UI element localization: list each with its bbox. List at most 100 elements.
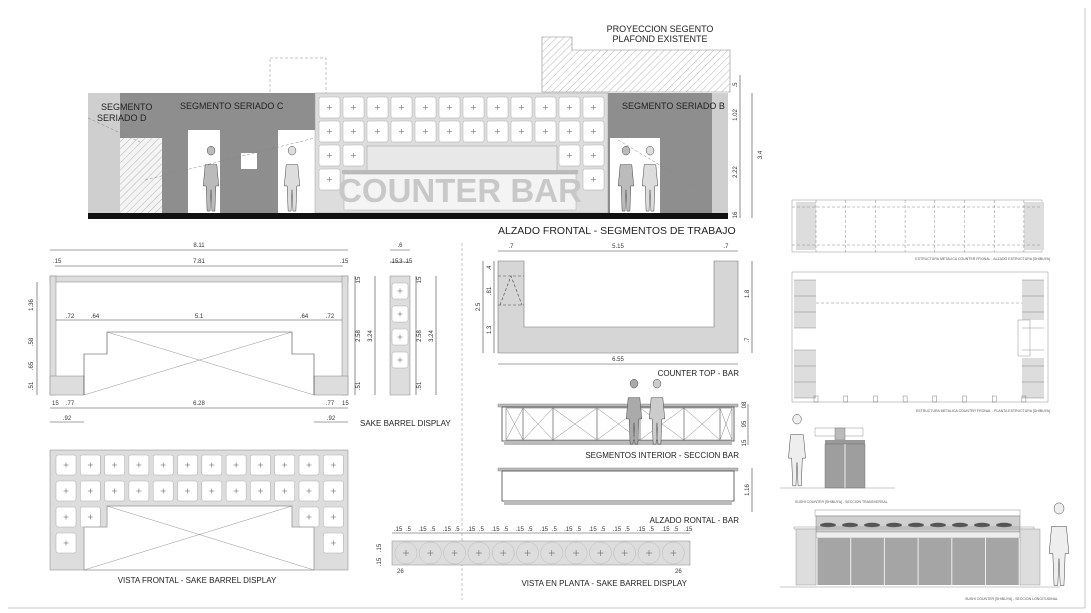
- floor-line: [88, 213, 728, 219]
- dim: .5: [576, 527, 582, 533]
- section-cut-line: [144, 137, 316, 181]
- barrel-circle: [637, 541, 661, 565]
- barrel-circle: [516, 541, 539, 565]
- plus-icon: [87, 488, 93, 494]
- counter-top: [342, 170, 578, 174]
- human-figure: [641, 146, 659, 212]
- dim: .5: [733, 82, 739, 88]
- sushi-transversal: SUSHI COUNTER [SHIBUYA] - SECCION TRANSV…: [780, 427, 895, 504]
- dim: .51: [417, 381, 423, 390]
- structure-post: [873, 395, 878, 403]
- fish-icon: [952, 522, 968, 528]
- structure-post: [1021, 395, 1027, 403]
- dim: .92: [63, 416, 72, 422]
- plus-icon: [160, 462, 166, 468]
- dim: .51: [356, 381, 362, 390]
- plus-icon: [451, 550, 458, 556]
- dim: .15: [588, 527, 597, 533]
- dim: .72: [326, 314, 335, 320]
- segment-edge: [712, 93, 728, 213]
- sake-side-view: .6 .15 .3 .15 15 2.58 3.24 .51: [389, 243, 437, 396]
- dim: .6: [397, 243, 403, 249]
- plus-icon: [327, 105, 332, 110]
- dim: .15: [540, 527, 549, 533]
- dim: .5: [455, 527, 461, 533]
- section-cut-line: [87, 117, 141, 143]
- barrel-circle: [467, 541, 491, 565]
- dim: .15: [377, 543, 383, 552]
- dim: .77: [326, 401, 335, 407]
- dim: 7.81: [193, 259, 205, 265]
- dim: .5: [430, 527, 436, 533]
- fish-icon: [996, 522, 1012, 528]
- plus-icon: [185, 462, 190, 468]
- plus-icon: [567, 153, 572, 158]
- plus-icon: [397, 288, 403, 294]
- human-figure: [625, 379, 643, 445]
- sushi-longitudinal: SUSHI COUNTER [SHIBUYA] - SECCION LONGIT…: [780, 509, 1060, 601]
- plus-icon: [63, 540, 69, 546]
- dim: 2.5: [476, 302, 482, 311]
- plus-icon: [567, 105, 572, 110]
- plus-icon: [591, 105, 596, 110]
- plus-icon: [209, 462, 215, 468]
- dim: 5.15: [612, 244, 624, 250]
- dim: .15: [684, 527, 693, 533]
- structure-post: [962, 395, 967, 403]
- plus-icon: [591, 177, 596, 182]
- dim: .15: [377, 557, 383, 566]
- vista-frontal-title: VISTA FRONTAL - SAKE BARREL DISPLAY: [118, 576, 277, 585]
- plus-icon: [543, 105, 548, 110]
- dim: 15: [417, 276, 423, 283]
- dim: 2.58: [417, 330, 423, 342]
- plus-icon: [327, 177, 332, 182]
- structure-plan-title: ESTRUCTURA METALICA COUNTER FRONAL - PLA…: [916, 409, 1050, 413]
- plus-icon: [471, 105, 476, 110]
- plus-icon: [670, 550, 677, 556]
- segment-d-label-2: SERIADO D: [97, 113, 147, 123]
- dim: .7: [745, 337, 751, 343]
- plus-icon: [471, 129, 476, 134]
- dim: 95: [742, 420, 748, 427]
- vista-planta-title: VISTA EN PLANTA - SAKE BARREL DISPLAY: [521, 579, 687, 588]
- human-figure: [1048, 502, 1070, 586]
- front-bar-title: ALZADO RONTAL - BAR: [650, 516, 740, 525]
- plus-icon: [423, 105, 428, 110]
- plus-icon: [63, 488, 69, 494]
- human-figure: [617, 146, 635, 212]
- dim: .3: [397, 259, 403, 265]
- dim: .5: [528, 527, 534, 533]
- plus-icon: [519, 105, 524, 110]
- dim: .7: [723, 244, 729, 250]
- dim: .5: [479, 527, 485, 533]
- dim: .64: [300, 314, 309, 320]
- barrel-circle: [394, 541, 418, 565]
- projection-label-2: PLAFOND EXISTENTE: [612, 34, 707, 44]
- dim: .15: [467, 527, 476, 533]
- plus-icon: [351, 105, 356, 110]
- plus-icon: [399, 105, 404, 110]
- dim: 15: [356, 276, 362, 283]
- structure-post: [813, 395, 819, 403]
- plus-icon: [543, 129, 548, 134]
- human-figure: [788, 414, 806, 487]
- plus-icon: [330, 462, 336, 468]
- window-opening: [241, 153, 257, 169]
- plus-icon: [282, 462, 288, 468]
- plus-icon: [500, 550, 507, 556]
- dim: 6.55: [612, 357, 624, 363]
- dim: .65: [29, 361, 35, 370]
- dim: .15: [404, 259, 413, 265]
- plus-icon: [63, 514, 69, 520]
- dim: 1.16: [745, 484, 751, 496]
- truss-brace: [719, 407, 733, 441]
- sake-barrel-title: SAKE BARREL DISPLAY: [360, 419, 451, 428]
- plus-icon: [591, 129, 596, 134]
- plus-icon: [597, 550, 604, 556]
- plus-icon: [306, 514, 312, 520]
- plus-icon: [87, 514, 93, 520]
- human-figures: [202, 146, 659, 212]
- counter-top-plan: .7 5.15 .7 2.5 .4 .81 1.3 1.8 .7 6.55 CO…: [476, 244, 753, 378]
- plus-icon: [567, 129, 572, 134]
- dim: 15: [342, 401, 349, 407]
